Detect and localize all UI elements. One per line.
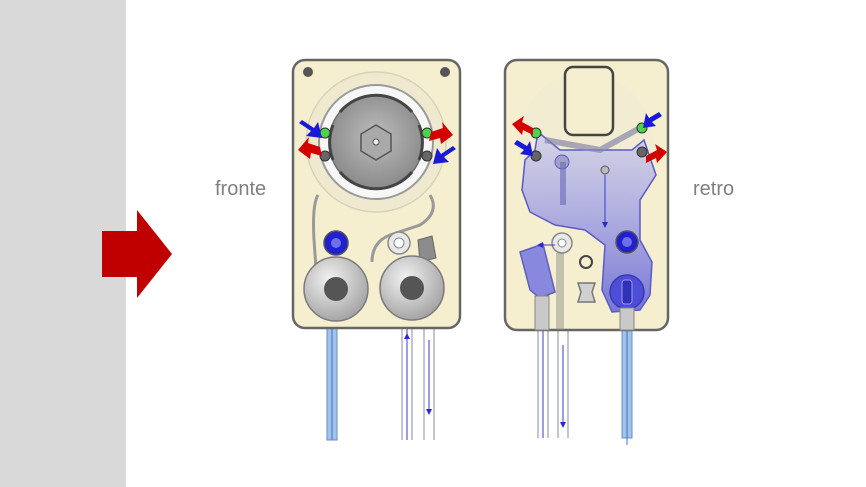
inlet-arrow-icon	[299, 120, 456, 164]
window-slot	[563, 65, 615, 137]
back-view-label: retro	[693, 178, 735, 200]
front-view-label: fronte	[215, 178, 267, 200]
screw-icon	[440, 67, 450, 77]
outlet-arrow-icon	[512, 116, 667, 163]
roller-icon	[379, 255, 445, 321]
direction-arrow-icon	[102, 210, 172, 298]
back-panel	[503, 58, 670, 445]
front-tubes	[326, 327, 435, 441]
roller-icon	[303, 256, 369, 322]
back-tubes	[537, 329, 633, 445]
inlet-arrow-icon	[514, 112, 662, 156]
screw-icon	[303, 67, 313, 77]
front-panel	[291, 58, 462, 441]
outlet-arrow-icon	[298, 122, 453, 159]
